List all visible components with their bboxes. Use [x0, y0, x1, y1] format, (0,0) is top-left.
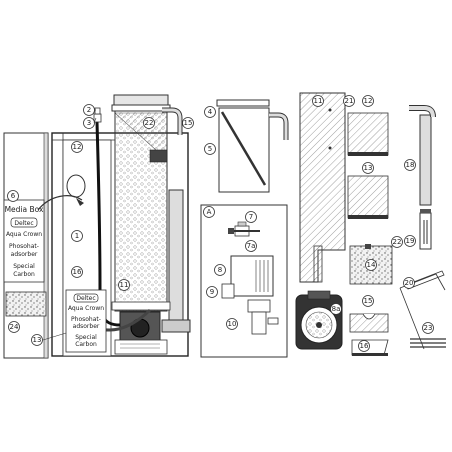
callout-12b: 12	[364, 97, 373, 105]
section-a-marker: A	[207, 208, 212, 216]
callout-23: 23	[424, 324, 433, 332]
callout-15b: 15	[364, 297, 373, 305]
divider-panel	[299, 92, 346, 283]
callout-20: 20	[405, 279, 414, 287]
callout-2: 2	[87, 106, 91, 114]
callout-22b: 22	[393, 238, 402, 246]
callout-16: 16	[73, 268, 82, 276]
callout-4: 4	[208, 108, 213, 116]
needle-wheel-housing	[295, 290, 343, 350]
callout-9: 9	[210, 288, 214, 296]
callout-6: 6	[11, 192, 16, 200]
media-box-label: Media Box Deltec Aqua Crown Phosohat- ad…	[3, 195, 84, 283]
callout-13: 13	[33, 336, 42, 344]
callout-24: 24	[10, 323, 19, 331]
media-box-line5: Carbon	[13, 271, 35, 278]
filter-cabinet	[3, 94, 191, 359]
callout-15: 15	[184, 119, 193, 127]
sponge-bottom	[347, 175, 389, 219]
reaction-chamber	[216, 99, 289, 193]
callout-11b: 11	[314, 97, 323, 105]
callout-19: 19	[406, 237, 415, 245]
carbon-block	[5, 291, 47, 317]
media-box-line2: Phosohat-	[9, 243, 39, 250]
skimmer-box-brand: Deltec	[76, 295, 95, 302]
callout-5: 5	[208, 145, 212, 153]
media-box-title: Media Box	[5, 205, 44, 214]
callout-22: 22	[145, 119, 154, 127]
callout-14: 14	[367, 261, 376, 269]
callout-8: 8	[218, 266, 222, 274]
overflow-shield	[349, 313, 389, 333]
callout-1: 1	[75, 232, 79, 240]
callout-21: 21	[345, 97, 354, 105]
skimmer-media-box-label: Deltec Aqua Crown Phosohat- adsorber Spe…	[68, 293, 104, 348]
outlet-u-tube	[409, 105, 436, 206]
callout-18: 18	[406, 161, 415, 169]
media-box-line1: Aqua Crown	[6, 231, 42, 238]
callout-7: 7	[249, 213, 253, 221]
skimmer-box-line2: Phosohat-	[71, 316, 101, 323]
callout-16b: 16	[360, 342, 369, 350]
callout-10: 10	[228, 320, 237, 328]
media-box-line4: Special	[13, 263, 35, 270]
callouts: 1 2 3 4 5 6 7 7a 8 8a 9 10 11 11 12 12 1…	[7, 95, 434, 352]
media-box-brand: Deltec	[14, 220, 33, 227]
callout-8a: 8a	[332, 305, 341, 313]
pump-assembly-section	[200, 204, 288, 358]
skimmer-box-line1: Aqua Crown	[68, 305, 104, 312]
callout-3: 3	[87, 119, 91, 127]
callout-11: 11	[120, 281, 129, 289]
skimmer-box-line4: Special	[75, 334, 97, 341]
callout-13b: 13	[364, 164, 373, 172]
skimmer-box-line5: Carbon	[75, 341, 97, 348]
callout-7a: 7a	[247, 242, 256, 250]
slotted-strainer	[419, 209, 432, 250]
skimmer-box-line3: adsorber	[73, 323, 100, 330]
sponge-top	[347, 112, 389, 156]
callout-12: 12	[73, 143, 82, 151]
media-box-line3: adsorber	[11, 251, 38, 258]
base-plate	[351, 339, 389, 356]
